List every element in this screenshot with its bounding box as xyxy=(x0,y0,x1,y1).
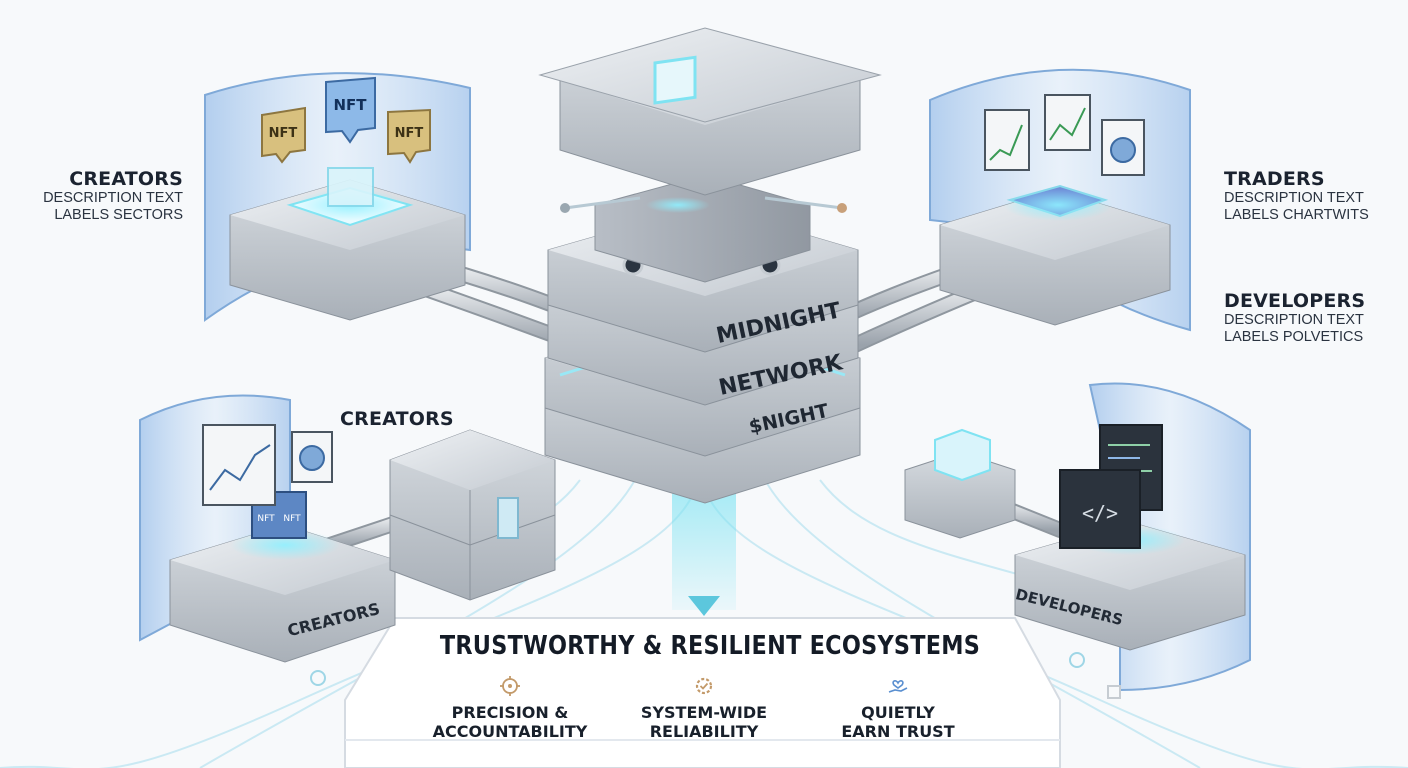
traders-desc-1: DESCRIPTION TEXT xyxy=(1224,190,1364,206)
hand-heart-icon xyxy=(888,680,908,693)
pillar-precision-line2: ACCOUNTABILITY xyxy=(432,722,588,741)
creators-mid-title: CREATORS xyxy=(340,408,454,430)
node-dot-icon xyxy=(1069,652,1085,668)
target-icon xyxy=(500,676,520,696)
nft-badge-label: NFT xyxy=(333,96,367,114)
pillar-reliability-line1: SYSTEM-WIDE xyxy=(640,703,768,722)
beam-arrow-icon xyxy=(688,596,720,616)
creators-label-mid: CREATORS xyxy=(340,408,454,430)
creators-label-top: CREATORS DESCRIPTION TEXT LABELS SECTORS xyxy=(20,168,183,224)
banner-title: TRUSTWORTHY & RESILIENT ECOSYSTEMS xyxy=(439,631,981,661)
developers-desc-1: DESCRIPTION TEXT xyxy=(1224,312,1364,328)
pillar-trust-line1: QUIETLY xyxy=(861,703,935,722)
nft-badge-icon xyxy=(261,76,431,164)
nft-badge-label: NFT xyxy=(269,126,298,141)
nft-badge-label: NFT xyxy=(395,126,424,141)
creators-title: CREATORS xyxy=(69,168,183,190)
pillar-precision: PRECISION & ACCOUNTABILITY xyxy=(410,675,610,741)
creators-node-bottom xyxy=(169,491,396,663)
traders-title: TRADERS xyxy=(1224,168,1325,190)
traders-node xyxy=(939,184,1171,326)
developers-desc-2: LABELS POLVETICS xyxy=(1224,329,1364,345)
developers-node xyxy=(904,428,1246,651)
gear-check-icon xyxy=(695,677,713,695)
pillar-trust: QUIETLY EARN TRUST xyxy=(798,675,998,741)
node-dot-icon xyxy=(310,670,326,686)
developers-title: DEVELOPERS xyxy=(1224,290,1366,312)
core-tower xyxy=(538,27,882,504)
cube-cluster xyxy=(389,429,556,601)
pillar-reliability-line2: RELIABILITY xyxy=(649,722,759,741)
pillar-reliability: SYSTEM-WIDE RELIABILITY xyxy=(604,675,804,741)
traders-label: TRADERS DESCRIPTION TEXT LABELS CHARTWIT… xyxy=(1224,168,1394,224)
code-window-icon xyxy=(1059,424,1163,549)
pillar-precision-line1: PRECISION & xyxy=(451,703,569,722)
nft-cube-label: NFT xyxy=(257,514,275,524)
chart-card-icon xyxy=(202,424,333,506)
creators-desc-2: LABELS SECTORS xyxy=(54,207,183,223)
code-symbol-icon: </> xyxy=(1082,501,1118,525)
chart-screens-icon xyxy=(984,94,1145,176)
pillar-trust-line2: EARN TRUST xyxy=(841,722,955,741)
node-square-icon xyxy=(1107,685,1121,699)
creators-desc-1: DESCRIPTION TEXT xyxy=(43,190,183,206)
traders-desc-2: LABELS CHARTWITS xyxy=(1224,207,1369,223)
nft-cube-label: NFT xyxy=(283,514,301,524)
developers-label-top: DEVELOPERS DESCRIPTION TEXT LABELS POLVE… xyxy=(1224,290,1394,346)
creators-node-top xyxy=(229,167,466,321)
